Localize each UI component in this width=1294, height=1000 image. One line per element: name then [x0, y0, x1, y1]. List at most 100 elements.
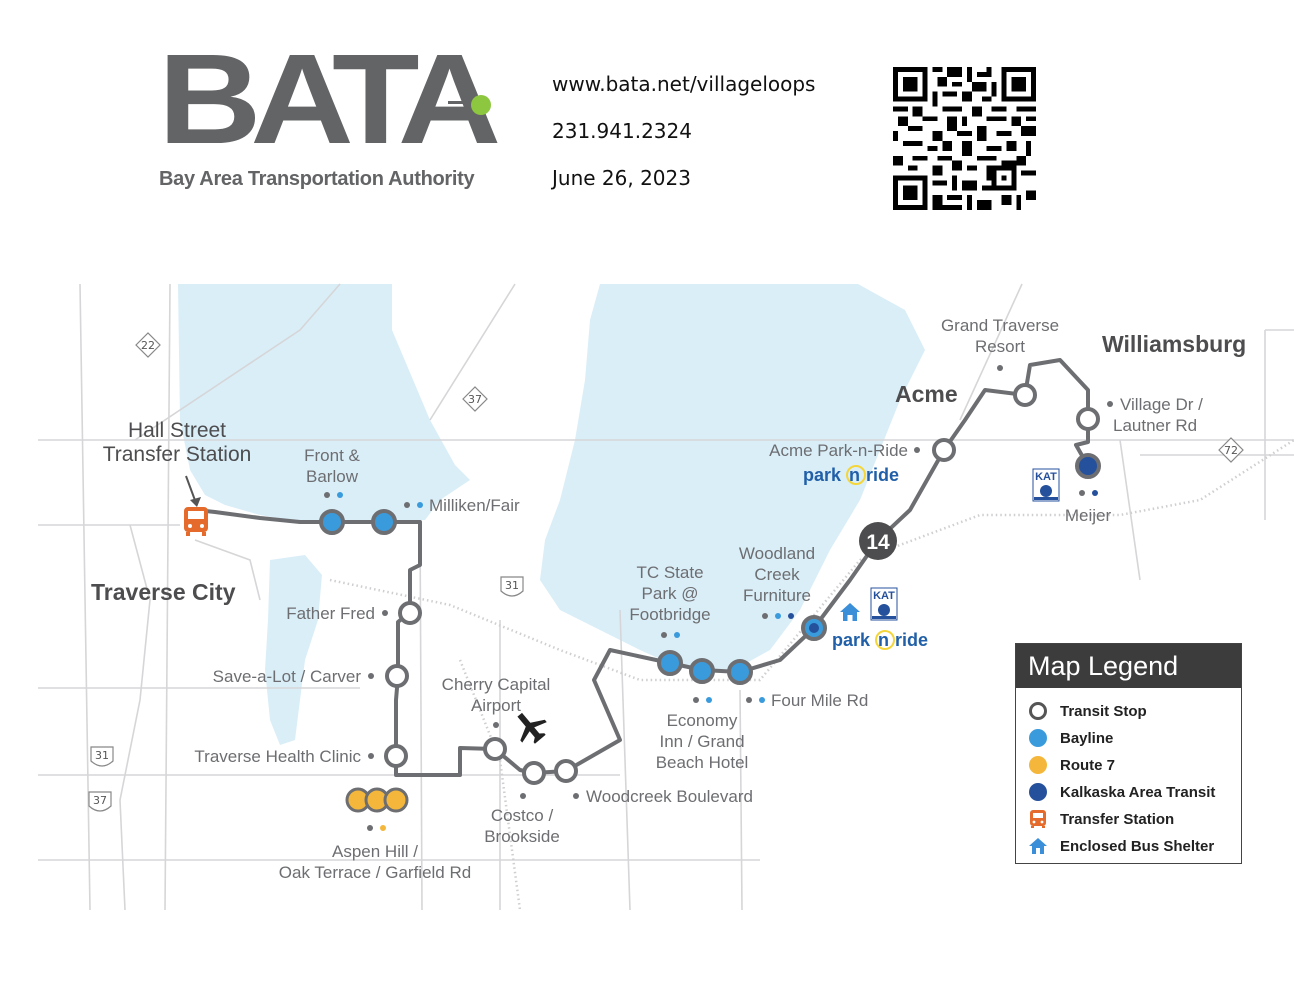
qr-code-icon[interactable]	[893, 67, 1036, 210]
svg-text:n: n	[878, 630, 889, 650]
stop-woodland-creek-kat-dot	[809, 623, 819, 633]
transfer-station-label-2: Transfer Station	[103, 443, 252, 466]
stop-four-mile[interactable]	[727, 659, 753, 685]
svg-text:park: park	[832, 630, 871, 650]
east-bay-water	[540, 284, 925, 672]
svg-text:Brookside: Brookside	[484, 827, 560, 846]
svg-text:Meijer: Meijer	[1065, 506, 1112, 525]
svg-text:Grand Traverse: Grand Traverse	[941, 316, 1059, 335]
legend-item-kalkaska: Kalkaska Area Transit	[1028, 781, 1215, 803]
kalkaska-dot-icon	[1028, 782, 1048, 802]
svg-text:Aspen Hill /: Aspen Hill /	[332, 842, 418, 861]
svg-text:Front &: Front &	[304, 446, 360, 465]
bayline-dot-icon	[1028, 728, 1048, 748]
boardman-lake-water	[265, 555, 322, 745]
stop-father-fred[interactable]	[398, 601, 422, 625]
airplane-icon	[517, 712, 547, 744]
svg-text:Footbridge: Footbridge	[629, 605, 710, 624]
bata-logo: BATA	[158, 28, 501, 171]
header: BATA Bay Area Transportation Authority w…	[0, 0, 1294, 240]
svg-text:TC State: TC State	[636, 563, 703, 582]
svg-text:Beach Hotel: Beach Hotel	[656, 753, 749, 772]
svg-text:n: n	[849, 465, 860, 485]
svg-text:Creek: Creek	[754, 565, 800, 584]
svg-text:Park @: Park @	[642, 584, 699, 603]
bayline-stops	[319, 509, 753, 685]
transfer-station-bus-icon[interactable]	[184, 507, 208, 536]
svg-text:park: park	[803, 465, 842, 485]
stop-traverse-health[interactable]	[384, 744, 408, 768]
svg-text:Resort: Resort	[975, 337, 1025, 356]
transfer-station-arrow	[185, 475, 197, 504]
svg-text:Milliken/Fair: Milliken/Fair	[429, 496, 520, 515]
west-bay-water	[178, 284, 470, 522]
logo-subtitle: Bay Area Transportation Authority	[159, 168, 475, 190]
shelter-icon	[1028, 836, 1048, 856]
stop-milliken-fair[interactable]	[371, 509, 397, 535]
route-number-label: 14	[866, 531, 890, 554]
svg-text:Father Fred: Father Fred	[286, 604, 375, 623]
svg-text:Four Mile Rd: Four Mile Rd	[771, 691, 868, 710]
stop-village-dr[interactable]	[1076, 407, 1100, 431]
svg-text:Inn / Grand: Inn / Grand	[659, 732, 744, 751]
route-14-badge	[859, 522, 897, 560]
highway-31-south-label: 31	[95, 749, 109, 762]
svg-text:ride: ride	[866, 465, 899, 485]
place-acme: Acme	[895, 381, 958, 407]
legend-title: Map Legend	[1016, 644, 1241, 688]
stop-woodcreek[interactable]	[554, 759, 578, 783]
legend-item-bayline: Bayline	[1028, 727, 1113, 749]
kat-logo-icon: KAT KAT	[870, 468, 1060, 621]
svg-text:Acme Park-n-Ride: Acme Park-n-Ride	[769, 441, 908, 460]
svg-text:Woodland: Woodland	[739, 544, 815, 563]
highway-37-label: 37	[468, 393, 482, 406]
phone-number: 231.941.2324	[552, 119, 692, 143]
legend-item-transfer-station: Transfer Station	[1028, 808, 1174, 830]
logo-line	[448, 101, 478, 104]
svg-text:Furniture: Furniture	[743, 586, 811, 605]
stop-meijer[interactable]	[1075, 453, 1101, 479]
stop-economy-inn[interactable]	[689, 658, 715, 684]
place-traverse-city: Traverse City	[91, 579, 236, 605]
svg-text:Airport: Airport	[471, 696, 521, 715]
stop-grand-traverse[interactable]	[1013, 383, 1037, 407]
date-label: June 26, 2023	[552, 166, 691, 190]
svg-text:Traverse Health Clinic: Traverse Health Clinic	[194, 747, 361, 766]
stop-tc-state-park[interactable]	[657, 650, 683, 676]
svg-text:Cherry Capital: Cherry Capital	[442, 675, 551, 694]
stop-cherry-airport[interactable]	[483, 737, 507, 761]
svg-text:Oak Terrace / Garfield Rd: Oak Terrace / Garfield Rd	[279, 863, 471, 882]
park-n-ride-logo-acme: park n ride	[803, 465, 899, 485]
transit-stops	[384, 383, 1100, 785]
legend-item-transit-stop: Transit Stop	[1028, 700, 1147, 722]
stop-labels: Front & Barlow Milliken/Fair Father Fred…	[194, 316, 1203, 882]
park-n-ride-logo-woodland: park n ride	[832, 630, 928, 650]
stop-front-barlow[interactable]	[319, 509, 345, 535]
svg-text:Costco /: Costco /	[491, 806, 554, 825]
stop-acme-park-n-ride[interactable]	[932, 438, 956, 462]
svg-text:KAT: KAT	[1035, 471, 1057, 483]
logo-dot-icon	[471, 95, 491, 115]
stop-costco[interactable]	[522, 761, 546, 785]
svg-text:Save-a-Lot / Carver: Save-a-Lot / Carver	[213, 667, 362, 686]
bus-icon	[1028, 809, 1048, 829]
svg-text:Economy: Economy	[667, 711, 738, 730]
place-williamsburg: Williamsburg	[1102, 331, 1246, 357]
highway-72-label: 72	[1224, 444, 1238, 457]
stop-aspen-hill-c[interactable]	[383, 787, 409, 813]
svg-text:KAT: KAT	[873, 590, 895, 602]
road-network	[38, 283, 1294, 911]
highway-shields: 22 37 72 31 31 37	[88, 332, 1244, 812]
svg-text:Village Dr /: Village Dr /	[1120, 395, 1203, 414]
svg-text:Lautner Rd: Lautner Rd	[1113, 416, 1197, 435]
transfer-station-label-1: Hall Street	[128, 419, 226, 442]
website-link[interactable]: www.bata.net/villageloops	[552, 72, 816, 96]
service-dots	[324, 365, 1113, 831]
transit-stop-icon	[1028, 701, 1048, 721]
stop-save-a-lot[interactable]	[385, 664, 409, 688]
legend-item-shelter: Enclosed Bus Shelter	[1028, 835, 1214, 857]
svg-text:Barlow: Barlow	[306, 467, 359, 486]
highway-22-label: 22	[141, 339, 155, 352]
svg-text:ride: ride	[895, 630, 928, 650]
